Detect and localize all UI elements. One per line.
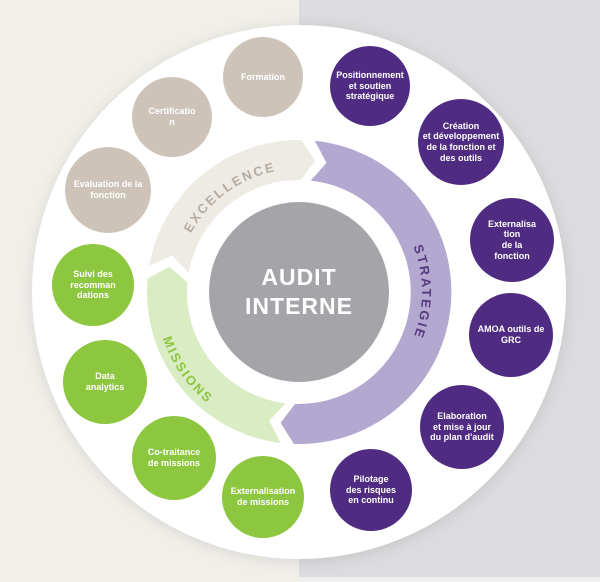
bubble-suivi-recommandations: Suivi des recomman dations xyxy=(52,244,134,326)
bubble-certification: Certificatio n xyxy=(132,77,212,157)
bubble-data-analytics: Data analytics xyxy=(63,340,147,424)
bubble-creation-developpement: Création et développement de la fonction… xyxy=(418,99,504,185)
ring-excellence-band xyxy=(149,139,316,273)
background-bottom-strip xyxy=(299,577,600,582)
ring-strategie-band xyxy=(280,140,452,445)
bubble-externalisation-fonction: Externalisa tion de la fonction xyxy=(470,198,554,282)
bubble-positionnement-soutien: Positionnement et soutien stratégique xyxy=(330,46,410,126)
bubble-formation: Formation xyxy=(223,37,303,117)
bubble-elaboration-plan-audit: Elaboration et mise à jour du plan d'aud… xyxy=(420,385,504,469)
bubble-co-traitance-missions: Co-traitance de missions xyxy=(132,416,216,500)
center-circle-audit-interne: AUDIT INTERNE xyxy=(209,202,389,382)
bubble-evaluation-fonction: Evaluation de la fonction xyxy=(65,147,151,233)
center-title: AUDIT INTERNE xyxy=(245,264,353,319)
bubble-pilotage-risques: Pilotage des risques en continu xyxy=(330,449,412,531)
ring-missions-band xyxy=(147,266,286,443)
bubble-amoa-outils-grc: AMOA outils de GRC xyxy=(469,293,553,377)
bubble-externalisation-missions: Externalisation de missions xyxy=(222,456,304,538)
